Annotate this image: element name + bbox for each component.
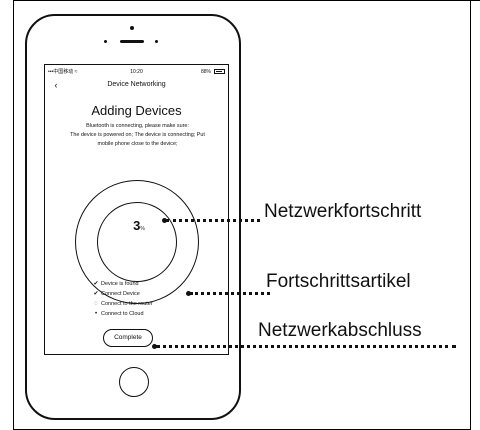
callout-dot	[186, 291, 191, 296]
callout-dot	[162, 218, 167, 223]
progress-value: 3	[133, 218, 141, 233]
battery-percent: 88%	[200, 69, 211, 75]
back-chevron-icon[interactable]: ‹	[54, 80, 58, 90]
pending-dot-icon: •	[94, 311, 98, 317]
home-button[interactable]	[119, 367, 149, 397]
page-title: Adding Devices	[91, 103, 182, 118]
status-bar: •••中国移动 ≈ 10:20 88%	[45, 68, 228, 76]
callout-complete-label: Netzwerkabschluss	[258, 320, 422, 341]
check-icon: ✔	[93, 281, 99, 287]
progress-unit: %	[140, 226, 145, 232]
callout-dot	[152, 344, 157, 349]
complete-button[interactable]: Complete	[103, 329, 153, 347]
callout-items-label: Fortschrittsartikel	[266, 271, 411, 292]
battery-icon	[214, 69, 225, 74]
progress-percent: 3%	[109, 218, 169, 233]
callout-leader-complete	[156, 345, 456, 348]
step-item: •Connect to Cloud	[91, 309, 144, 319]
sensor-dot	[104, 40, 107, 43]
camera-dot	[130, 26, 134, 30]
step-label: Connect to the router	[101, 301, 153, 307]
progress-outer-ring	[75, 180, 199, 304]
check-icon: ✔	[93, 291, 99, 297]
step-item: ◌Connect to the router	[91, 299, 153, 309]
frame-border-top	[13, 0, 480, 1]
description-line-2: The device is powered on; The device is …	[70, 132, 205, 138]
frame-border-left	[13, 0, 14, 430]
nav-bar: ‹ Device Networking	[45, 78, 228, 92]
step-label: Connect Device	[101, 291, 140, 297]
nav-title: Device Networking	[107, 81, 166, 88]
callout-leader-progress	[166, 219, 260, 222]
progress-inner-ring	[97, 202, 177, 282]
speaker-slot	[120, 40, 144, 43]
description-line-3: mobile phone close to the device;	[97, 141, 178, 147]
description-line-1: Bluetooth is connecting, please make sur…	[86, 123, 189, 129]
status-time: 10:20	[130, 69, 143, 75]
earpiece-dot	[155, 40, 158, 43]
callout-progress-label: Netzwerkfortschritt	[264, 201, 422, 222]
step-label: Connect to Cloud	[101, 311, 144, 317]
step-item: ✔Device is found	[91, 279, 139, 289]
step-label: Device is found	[101, 281, 139, 287]
callout-leader-items	[190, 292, 270, 295]
phone-screen: •••中国移动 ≈ 10:20 88% ‹ Device Networking …	[44, 64, 229, 355]
carrier-signal: •••中国移动 ≈	[48, 69, 78, 75]
loading-spinner-icon: ◌	[94, 301, 98, 307]
step-item: ✔Connect Device	[91, 289, 140, 299]
frame-border-right	[470, 0, 471, 430]
